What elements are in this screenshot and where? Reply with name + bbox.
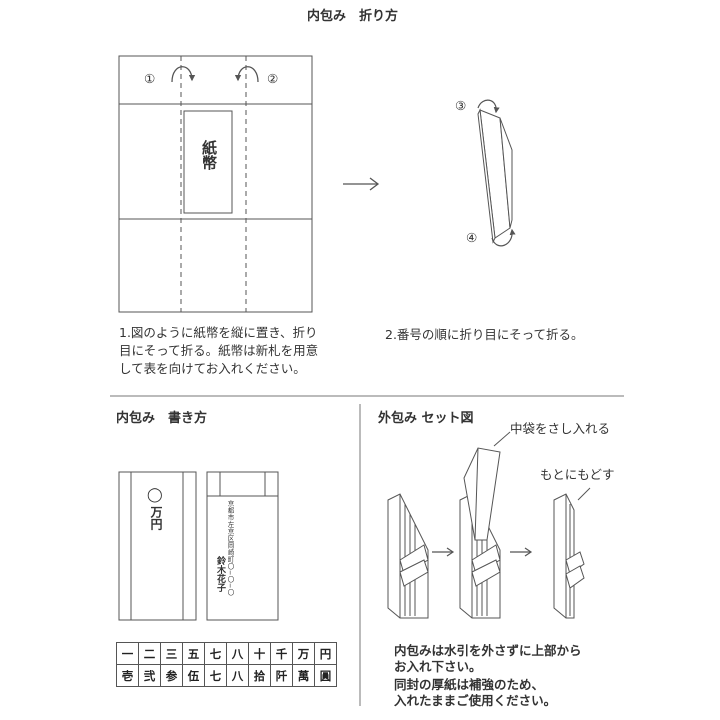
- kanji-cell: 拾: [248, 664, 271, 687]
- note-line-1: 内包みは水引を外さずに上部から: [394, 643, 582, 658]
- fold-arrow-1-icon: [171, 66, 196, 83]
- fold-marker-3: ③: [455, 98, 467, 113]
- kanji-cell: 一: [116, 642, 139, 665]
- kanji-cell: 七: [204, 664, 227, 687]
- kanji-cell: 八: [226, 642, 249, 665]
- restore-label: もとにもどす: [540, 467, 615, 482]
- set-diagram-title: 外包み セット図: [378, 411, 474, 426]
- set-arrow-2-icon: [510, 547, 533, 557]
- insert-leader-line: [493, 431, 511, 447]
- fold-marker-1: ①: [144, 71, 156, 86]
- step1-line-3: して表を向けてお入れください。: [119, 361, 306, 376]
- kanji-cell: 七: [204, 642, 227, 665]
- note-line-4: 入れたままご使用ください。: [394, 693, 557, 708]
- page-title: 内包み 折り方: [307, 9, 399, 24]
- fold-sheet: [118, 55, 313, 313]
- next-step-arrow-icon: [343, 177, 380, 191]
- bill-label: 紙幣: [200, 140, 218, 170]
- step1-line-1: 1.図のように紙幣を縦に置き、折り: [119, 325, 318, 340]
- fold-marker-2: ②: [267, 71, 279, 86]
- kanji-cell: 阡: [270, 664, 293, 687]
- sender-name: 鈴木花子: [215, 556, 225, 592]
- insert-label: 中袋をさし入れる: [510, 421, 611, 436]
- kanji-cell: 八: [226, 664, 249, 687]
- kanji-cell: 参: [160, 664, 183, 687]
- sender-address: 京都市左京区岡崎町〇−〇−〇: [226, 500, 234, 596]
- kanji-cell: 十: [248, 642, 271, 665]
- bill-outline: [183, 110, 233, 214]
- inner-envelope-back: [206, 471, 279, 621]
- kanji-cell: 五: [182, 642, 205, 665]
- fold-arrow-3-icon: [477, 99, 500, 114]
- kanji-cell: 壱: [116, 664, 139, 687]
- fold-arrow-2-icon: [234, 66, 259, 83]
- writing-title: 内包み 書き方: [116, 411, 208, 426]
- amount-unit: 万円: [149, 506, 163, 530]
- fold-marker-4: ④: [466, 230, 478, 245]
- outer-envelope-step2: [459, 447, 501, 619]
- amount-circle: ◯: [147, 487, 163, 503]
- kanji-row-formal: 壱 弐 参 伍 七 八 拾 阡 萬 圓: [116, 664, 337, 687]
- note-line-3: 同封の厚紙は補強のため、: [394, 677, 545, 692]
- kanji-cell: 千: [270, 642, 293, 665]
- kanji-cell: 弐: [138, 664, 161, 687]
- outer-envelope-step1: [387, 493, 429, 619]
- kanji-cell: 二: [138, 642, 161, 665]
- kanji-row-standard: 一 二 三 五 七 八 十 千 万 円: [116, 642, 337, 665]
- kanji-cell: 円: [314, 642, 337, 665]
- kanji-cell: 三: [160, 642, 183, 665]
- set-arrow-1-icon: [432, 547, 455, 557]
- restore-leader-line: [577, 487, 591, 501]
- kanji-numeral-table: 一 二 三 五 七 八 十 千 万 円 壱 弐 参 伍 七 八 拾 阡 萬 圓: [116, 642, 337, 687]
- step1-line-2: 目にそって折る。紙幣は新札を用意: [119, 343, 319, 358]
- kanji-cell: 万: [292, 642, 315, 665]
- outer-envelope-step3: [553, 493, 585, 619]
- folded-packet: [477, 108, 513, 244]
- note-line-2: お入れ下さい。: [394, 659, 482, 674]
- inner-envelope-front: [118, 471, 197, 621]
- kanji-cell: 萬: [292, 664, 315, 687]
- kanji-cell: 伍: [182, 664, 205, 687]
- step2-text: 2.番号の順に折り目にそって折る。: [385, 327, 584, 342]
- fold-arrow-4-icon: [491, 228, 516, 247]
- kanji-cell: 圓: [314, 664, 337, 687]
